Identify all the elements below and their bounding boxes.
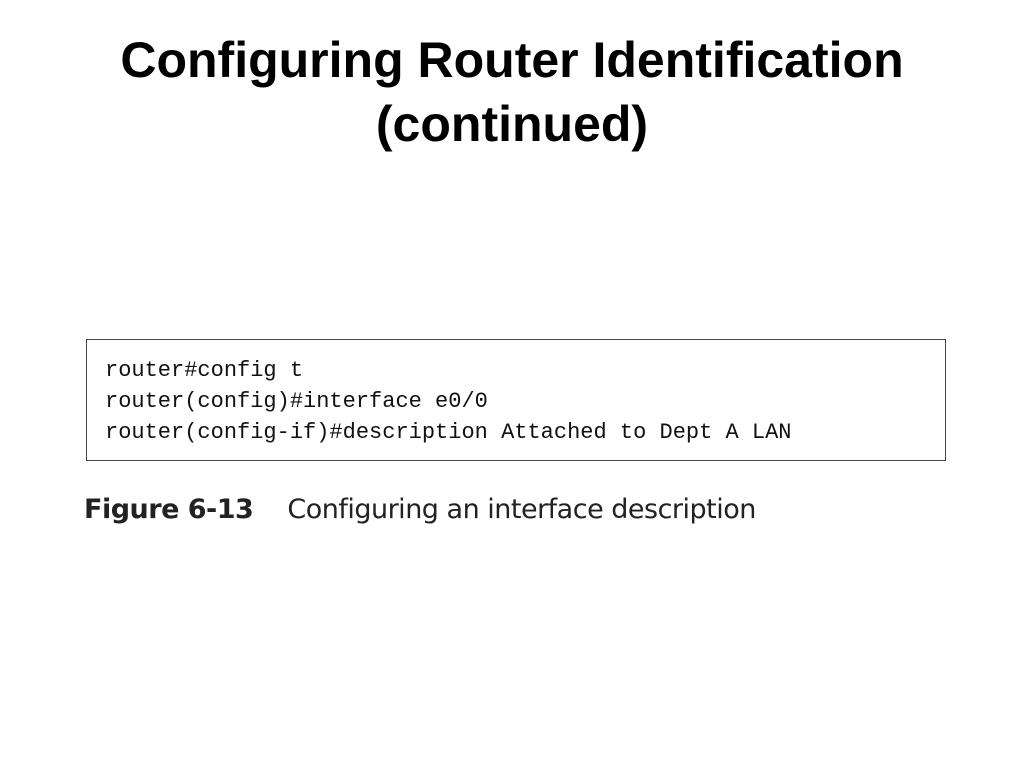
code-line-1: router#config t [105, 358, 304, 383]
slide-title-line-1: Configuring Router Identification [120, 32, 904, 88]
slide-title: Configuring Router Identification (conti… [0, 28, 1024, 156]
figure-caption: Figure 6-13 Configuring an interface desc… [84, 490, 756, 530]
code-box: router#config t router(config)#interface… [86, 339, 946, 461]
code-line-3: router(config-if)#description Attached t… [105, 420, 792, 445]
figure-caption-text: Configuring an interface description [287, 494, 756, 525]
slide-title-line-2: (continued) [375, 96, 649, 152]
code-line-2: router(config)#interface e0/0 [105, 389, 488, 414]
figure-label: Figure 6-13 [84, 494, 254, 525]
